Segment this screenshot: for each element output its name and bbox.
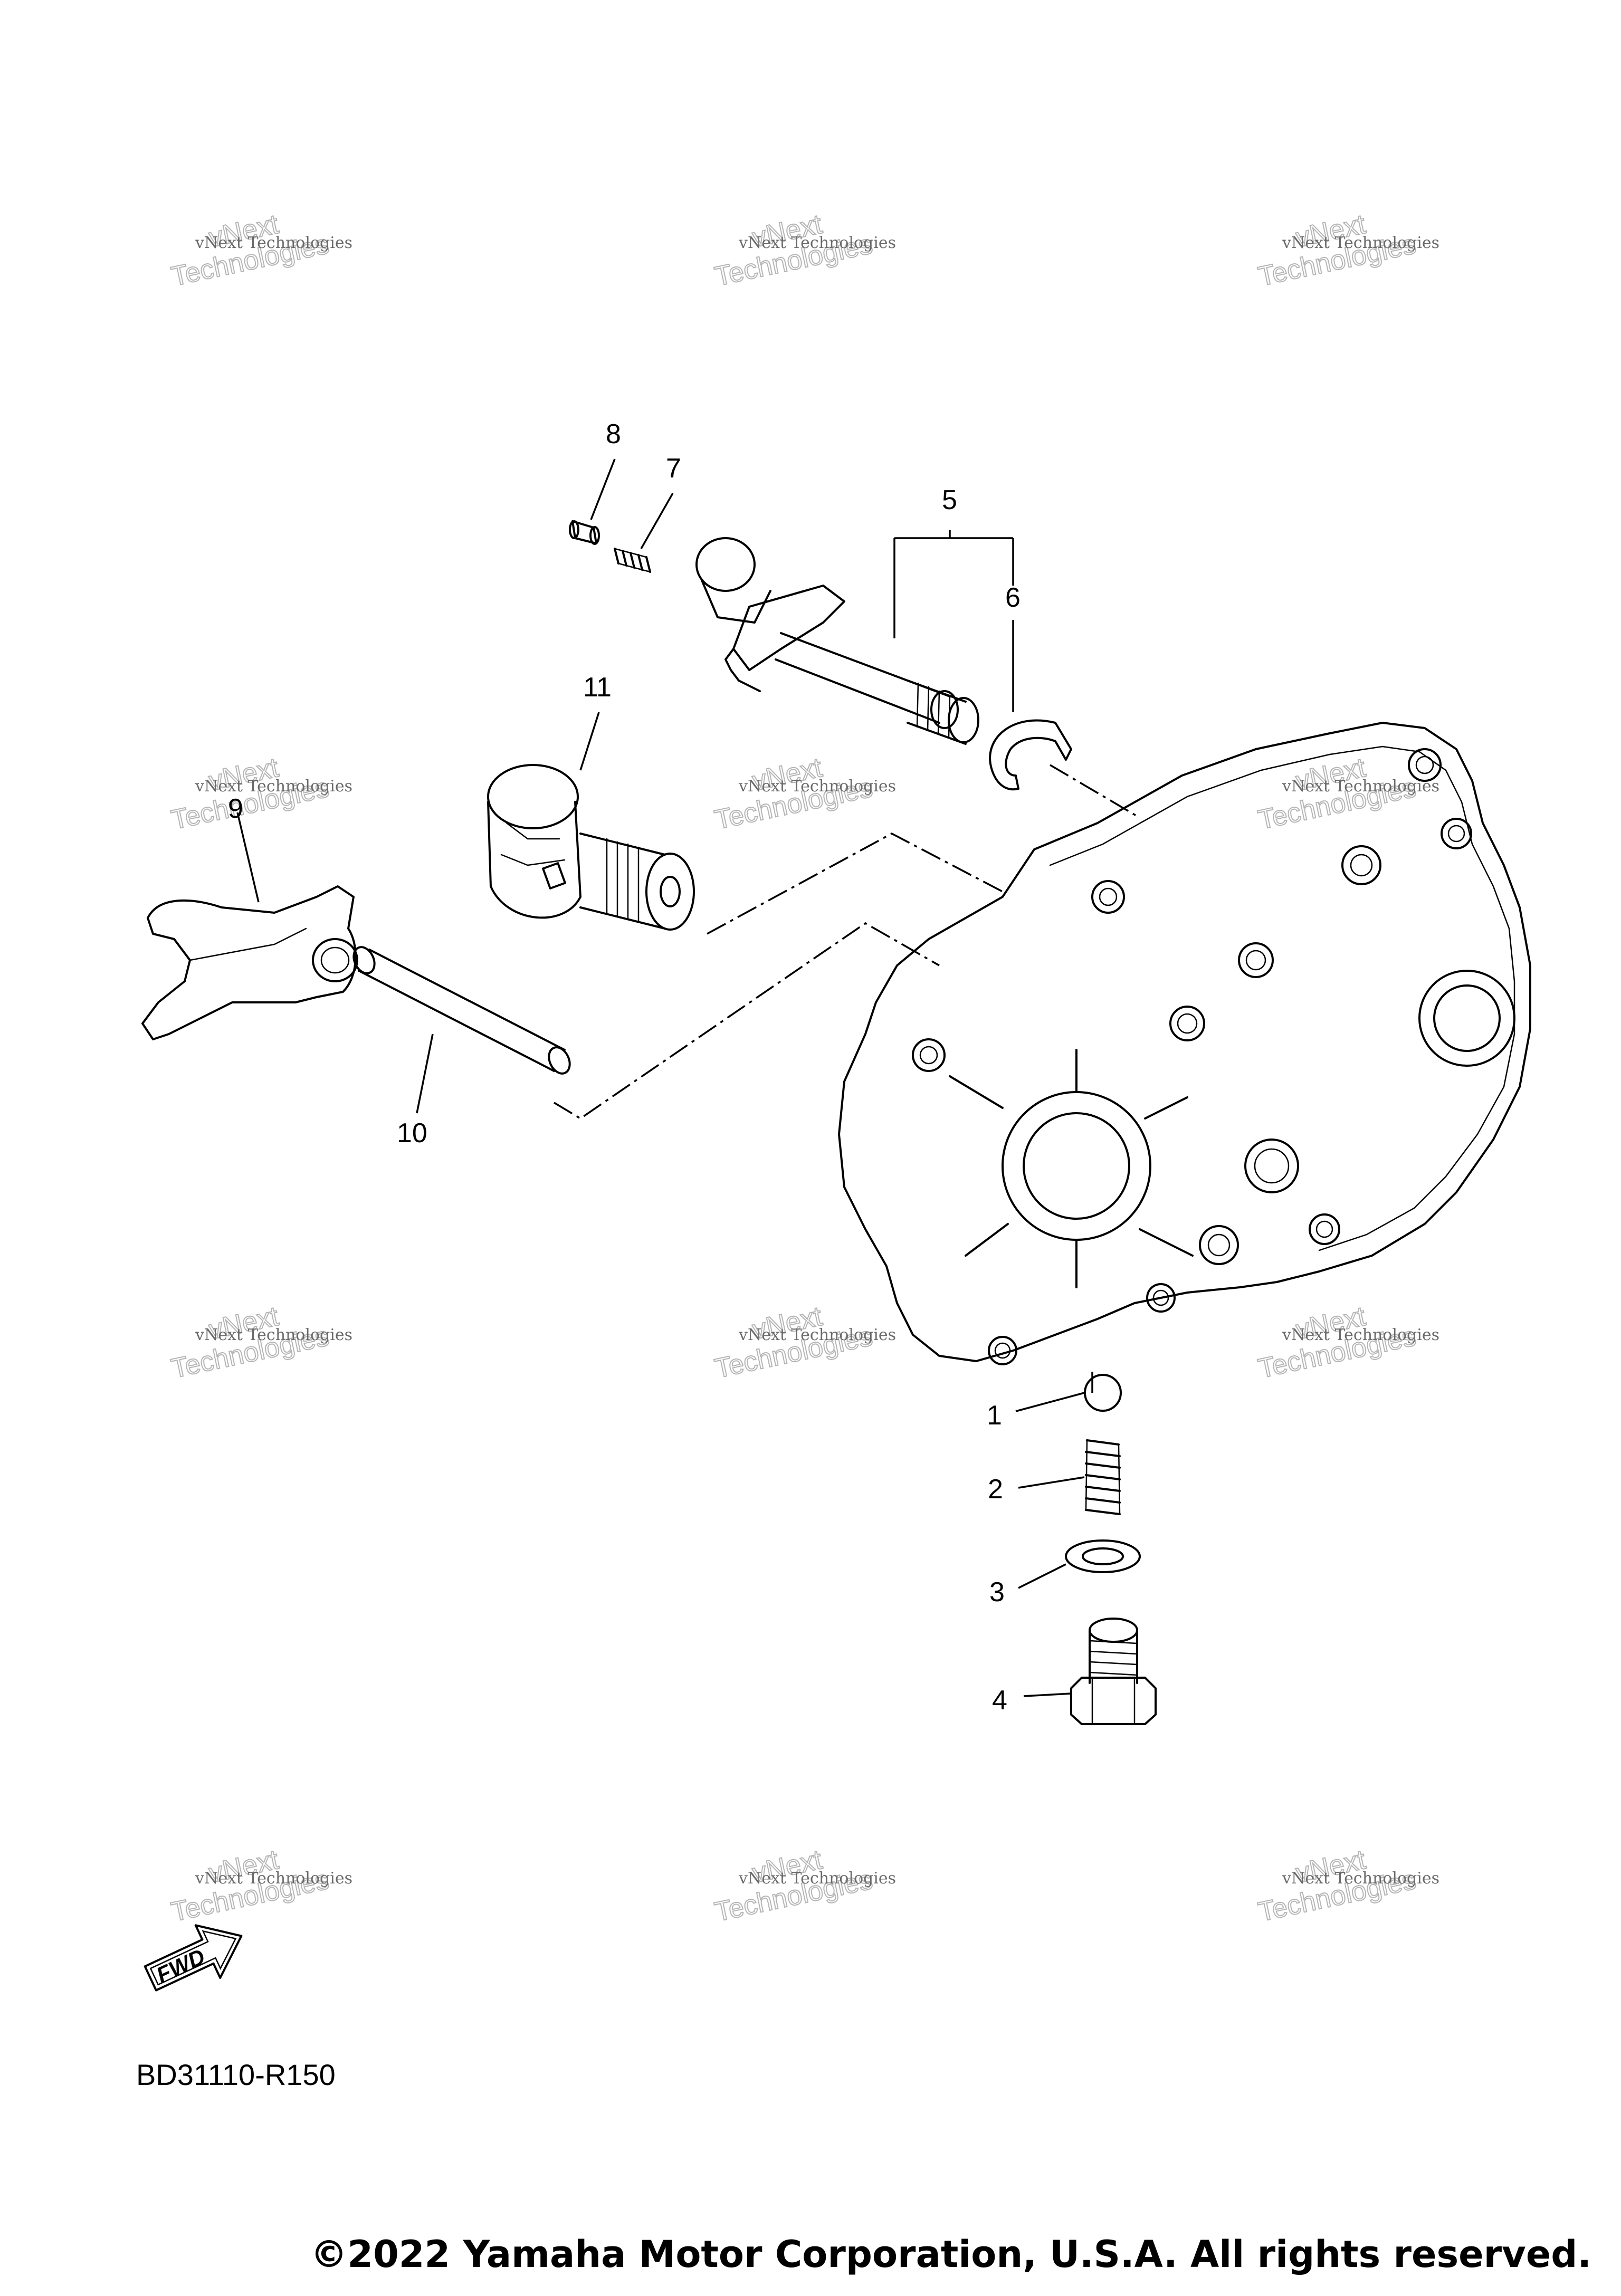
callout-10: 10	[397, 1118, 427, 1149]
part-3-gasket	[1065, 1539, 1141, 1573]
svg-text:vNext Technologies: vNext Technologies	[195, 1326, 352, 1344]
part-1-ball	[1084, 1374, 1122, 1412]
watermark: Technologies vNext vNext Technologies	[712, 752, 896, 836]
svg-text:vNext Technologies: vNext Technologies	[195, 777, 352, 796]
watermark: Technologies vNext vNext Technologies	[712, 208, 896, 293]
callout-8: 8	[606, 419, 621, 449]
callout-3: 3	[989, 1577, 1005, 1608]
part-9-shift-fork	[141, 885, 358, 1040]
assembly-line-guide-bar	[554, 922, 940, 1120]
part-11-shift-drum	[487, 764, 695, 931]
part-8-pin	[569, 520, 600, 545]
assembly-lines	[554, 764, 1140, 1398]
callouts: 8 7 5 6 11 9 10 1 2 3 4	[228, 419, 1021, 1716]
svg-text:vNext Technologies: vNext Technologies	[195, 234, 352, 252]
part-10-guide-bar	[352, 946, 571, 1075]
fwd-arrow-icon: FWD	[144, 1924, 243, 1992]
watermark: Technologies vNext vNext Technologies	[168, 208, 352, 293]
callout-2: 2	[988, 1474, 1003, 1505]
svg-text:vNext Technologies: vNext Technologies	[1282, 234, 1439, 252]
leader-4	[1023, 1692, 1072, 1697]
part-4-plug-bolt	[1070, 1618, 1157, 1725]
leader-1	[1015, 1392, 1085, 1412]
leader-lines	[236, 458, 1085, 1697]
watermark: Technologies vNext vNext Technologies	[1255, 1844, 1439, 1928]
part-6-circlip	[989, 719, 1072, 791]
svg-text:vNext Technologies: vNext Technologies	[1282, 1869, 1439, 1888]
svg-text:vNext Technologies: vNext Technologies	[738, 1869, 896, 1888]
part-5-shift-shaft	[695, 537, 979, 745]
leader-8	[590, 458, 616, 520]
leader-7	[640, 493, 674, 549]
leader-3	[1018, 1563, 1066, 1589]
watermark: Technologies vNext vNext Technologies	[712, 1844, 896, 1928]
watermark: Technologies vNext vNext Technologies	[712, 1300, 896, 1385]
watermark-grid: Technologies vNext vNext Technologies Te…	[168, 208, 1439, 1928]
diagram-reference-code: BD31110-R150	[136, 2058, 336, 2091]
svg-text:vNext Technologies: vNext Technologies	[738, 777, 896, 796]
watermark: Technologies vNext vNext Technologies	[1255, 1300, 1439, 1385]
leader-2	[1018, 1476, 1085, 1489]
watermark: Technologies vNext vNext Technologies	[168, 1300, 352, 1385]
svg-text:vNext Technologies: vNext Technologies	[1282, 1326, 1439, 1344]
callout-4: 4	[992, 1685, 1007, 1716]
part-2-spring	[1085, 1439, 1121, 1515]
watermark: Technologies vNext vNext Technologies	[168, 752, 352, 836]
leader-11	[579, 712, 600, 771]
crankcase-cover	[838, 722, 1531, 1365]
svg-text:vNext Technologies: vNext Technologies	[195, 1869, 352, 1888]
callout-7: 7	[666, 453, 681, 484]
leader-5-bracket	[893, 530, 1014, 638]
svg-text:vNext Technologies: vNext Technologies	[738, 234, 896, 252]
leader-10	[416, 1034, 434, 1114]
copyright-notice: ©2022 Yamaha Motor Corporation, U.S.A. A…	[310, 2233, 1591, 2276]
svg-text:vNext Technologies: vNext Technologies	[1282, 777, 1439, 796]
assembly-line-shift-shaft	[1050, 764, 1140, 819]
callout-6: 6	[1005, 582, 1021, 613]
watermark: Technologies vNext vNext Technologies	[168, 1844, 352, 1928]
callout-9: 9	[228, 793, 243, 824]
callout-5: 5	[942, 485, 957, 515]
callout-1: 1	[987, 1400, 1002, 1431]
svg-text:vNext Technologies: vNext Technologies	[738, 1326, 896, 1344]
leader-9	[236, 812, 260, 903]
part-7-spring	[614, 548, 651, 573]
watermark: Technologies vNext vNext Technologies	[1255, 208, 1439, 293]
callout-11: 11	[583, 672, 612, 703]
assembly-line-shift-drum	[707, 833, 1003, 935]
